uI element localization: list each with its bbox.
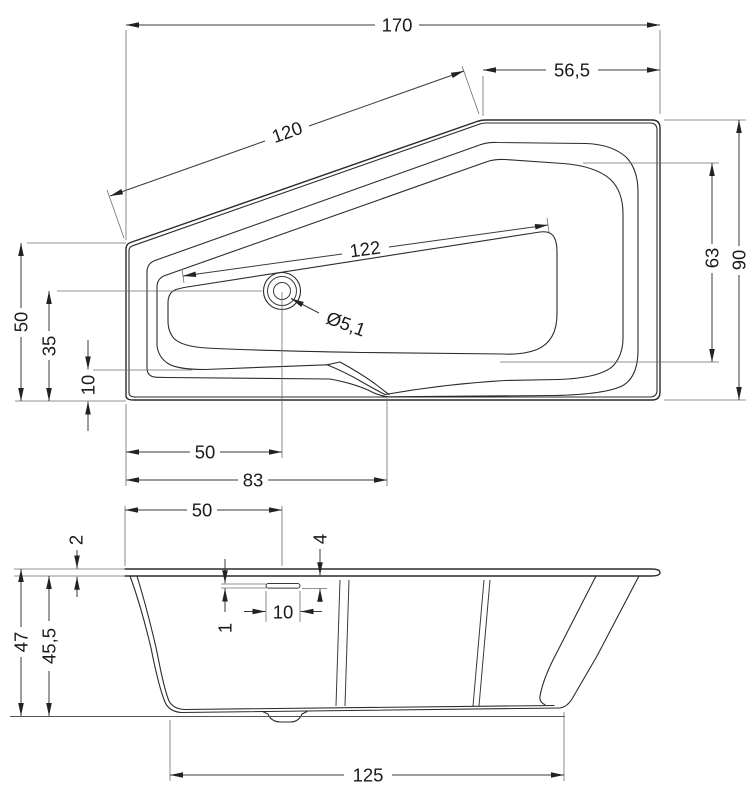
dim-sv-drain-from-left: 50	[125, 500, 282, 521]
dim-label-right-section-width: 56,5	[554, 60, 590, 81]
side-view-outline	[10, 568, 661, 723]
dim-total-depth: 90	[729, 120, 750, 400]
dim-inner-height: 45,5	[39, 576, 60, 716]
side-view-dimensions: 50 2 4 10 1 47 45,5	[11, 500, 564, 786]
dim-total-width: 170	[126, 15, 660, 36]
floor-step-line-right-2	[478, 579, 491, 707]
dim-label-total-depth: 90	[729, 250, 750, 271]
dim-basin-floor-from-bottom: 10	[78, 340, 99, 431]
dim-label-inner-height: 45,5	[39, 628, 60, 664]
dim-label-basin-floor-from-bottom: 10	[78, 375, 99, 396]
tub-floor-step-fold	[326, 361, 341, 366]
dim-label-overflow-height: 1	[215, 623, 236, 633]
dim-label-basin-right-depth: 63	[702, 248, 723, 269]
tub-outer-edge-inner	[128, 122, 658, 398]
dim-label-basin-diagonal: 122	[348, 236, 381, 261]
tub-floor-step-edge	[339, 361, 390, 396]
dim-rim-thickness: 2	[66, 535, 87, 597]
dim-overflow-below-rim: 4	[310, 534, 331, 602]
dim-diagonal-edge: 120	[109, 70, 465, 197]
dim-drain-diameter: Ø5,1	[290, 298, 369, 340]
dim-label-total-height: 47	[11, 632, 32, 653]
top-view-extension-lines	[15, 30, 746, 486]
tub-basin-top-edge	[156, 158, 624, 396]
bottom-inner	[183, 704, 555, 711]
dim-label-left-edge-length: 50	[11, 312, 32, 333]
dim-label-overflow-width: 10	[273, 602, 294, 623]
dim-drain-from-left: 50	[126, 442, 282, 463]
dim-label-sv-drain-from-left: 50	[192, 500, 213, 521]
dim-label-base-length: 125	[353, 765, 384, 786]
left-wall-inner	[136, 575, 185, 711]
dim-drain-from-bottom: 35	[39, 291, 60, 401]
rim-profile	[124, 568, 661, 577]
dim-label-drain-from-bottom: 35	[39, 336, 60, 357]
top-view-dimensions: 170 56,5 120 122 Ø5,1 63 90	[11, 15, 750, 491]
floor-step-line-right	[472, 579, 485, 707]
drain-outlet-bump	[262, 711, 308, 723]
right-wall-inner	[539, 575, 597, 706]
dim-label-diagonal-edge: 120	[269, 117, 305, 147]
tub-basin-floor-edge	[167, 231, 558, 355]
dim-right-section-width: 56,5	[483, 60, 660, 81]
dim-overflow-width: 10	[244, 602, 322, 623]
dim-label-drain-diameter: Ø5,1	[324, 307, 369, 340]
dim-label-drain-from-left: 50	[195, 442, 216, 463]
dim-basin-right-depth: 63	[702, 163, 723, 362]
side-view-extension-lines	[14, 506, 565, 781]
tub-outer-edge	[125, 119, 661, 401]
overflow-slot	[265, 583, 301, 589]
dim-label-floor-step-from-left: 83	[243, 470, 264, 491]
floor-step-line-left	[335, 579, 341, 707]
dim-base-length: 125	[170, 765, 564, 786]
dim-total-height: 47	[11, 569, 32, 716]
bottom-outer	[180, 707, 561, 714]
tub-rim-inner-edge	[146, 141, 639, 398]
dim-label-total-width: 170	[382, 15, 413, 36]
dim-left-edge-length: 50	[11, 243, 32, 401]
dim-label-rim-thickness: 2	[66, 535, 87, 545]
top-view-outline	[125, 119, 661, 401]
dim-label-overflow-below-rim: 4	[310, 534, 331, 544]
dim-floor-step-from-left: 83	[126, 470, 387, 491]
floor-step-line-left-2	[344, 579, 350, 707]
dim-overflow-height: 1	[215, 559, 236, 633]
dim-basin-diagonal: 122	[182, 224, 549, 277]
left-wall-outer	[129, 575, 182, 714]
right-wall-outer	[559, 575, 640, 709]
